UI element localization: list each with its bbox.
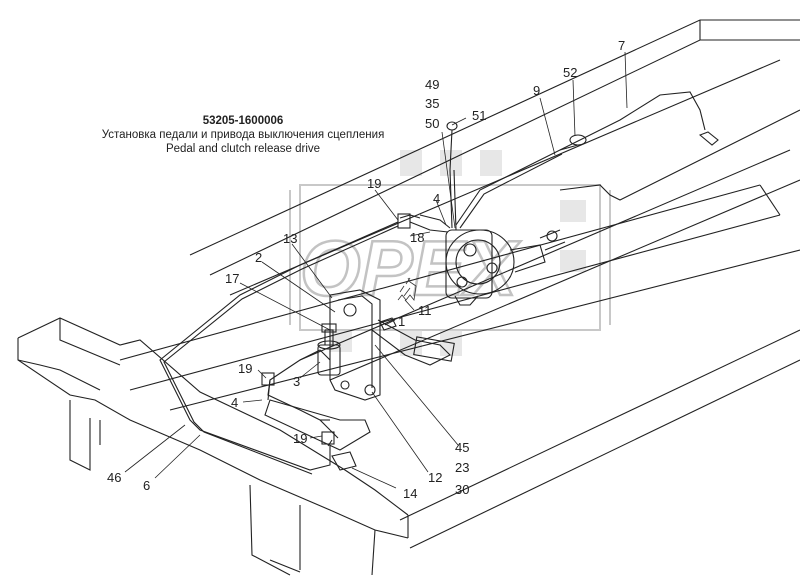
callout-9: 9 <box>533 83 540 98</box>
callout-23: 23 <box>455 460 469 475</box>
callout-1: 1 <box>398 314 405 329</box>
callout-6: 6 <box>143 478 150 493</box>
callout-4b: 4 <box>231 395 238 410</box>
callout-13: 13 <box>283 231 297 246</box>
pedal-bracket <box>329 289 381 401</box>
watermark-text: OPEX <box>300 224 521 312</box>
diagram-title-block: 53205-1600006 Установка педали и привода… <box>88 114 398 156</box>
callout-19c: 19 <box>293 431 307 446</box>
callout-45: 45 <box>455 440 469 455</box>
callout-2: 2 <box>255 250 262 265</box>
callout-4: 4 <box>433 191 440 206</box>
callout-19: 19 <box>367 176 381 191</box>
callout-35: 35 <box>425 96 439 111</box>
callout-51: 51 <box>472 108 486 123</box>
leader-lines <box>124 51 628 489</box>
clutch-booster <box>445 229 566 306</box>
mounting-plate <box>261 372 371 471</box>
master-cylinder <box>317 323 341 376</box>
pipe-line-6 <box>159 221 399 475</box>
callout-7: 7 <box>618 38 625 53</box>
title-english: Pedal and clutch release drive <box>165 143 321 155</box>
callout-46: 46 <box>107 470 121 485</box>
frame-rail-left <box>119 184 800 549</box>
callout-labels: 7 52 9 49 35 50 51 19 4 18 13 2 17 11 1 … <box>107 38 625 501</box>
callout-14: 14 <box>403 486 417 501</box>
callout-49: 49 <box>425 77 439 92</box>
cross-member <box>17 317 409 576</box>
part-code: 53205-1600006 <box>202 115 284 127</box>
callout-52: 52 <box>563 65 577 80</box>
hydraulic-lines <box>397 91 719 233</box>
callout-17: 17 <box>225 271 239 286</box>
pedal-lever <box>371 317 455 366</box>
callout-3: 3 <box>293 374 300 389</box>
return-spring <box>397 277 417 301</box>
title-russian: Установка педали и привода выключения сц… <box>101 129 385 141</box>
callout-19b: 19 <box>238 361 252 376</box>
callout-50: 50 <box>425 116 439 131</box>
frame-rail-right <box>189 19 800 381</box>
callout-12: 12 <box>428 470 442 485</box>
callout-18: 18 <box>410 230 424 245</box>
callout-11: 11 <box>418 303 432 318</box>
callout-30: 30 <box>455 482 469 497</box>
